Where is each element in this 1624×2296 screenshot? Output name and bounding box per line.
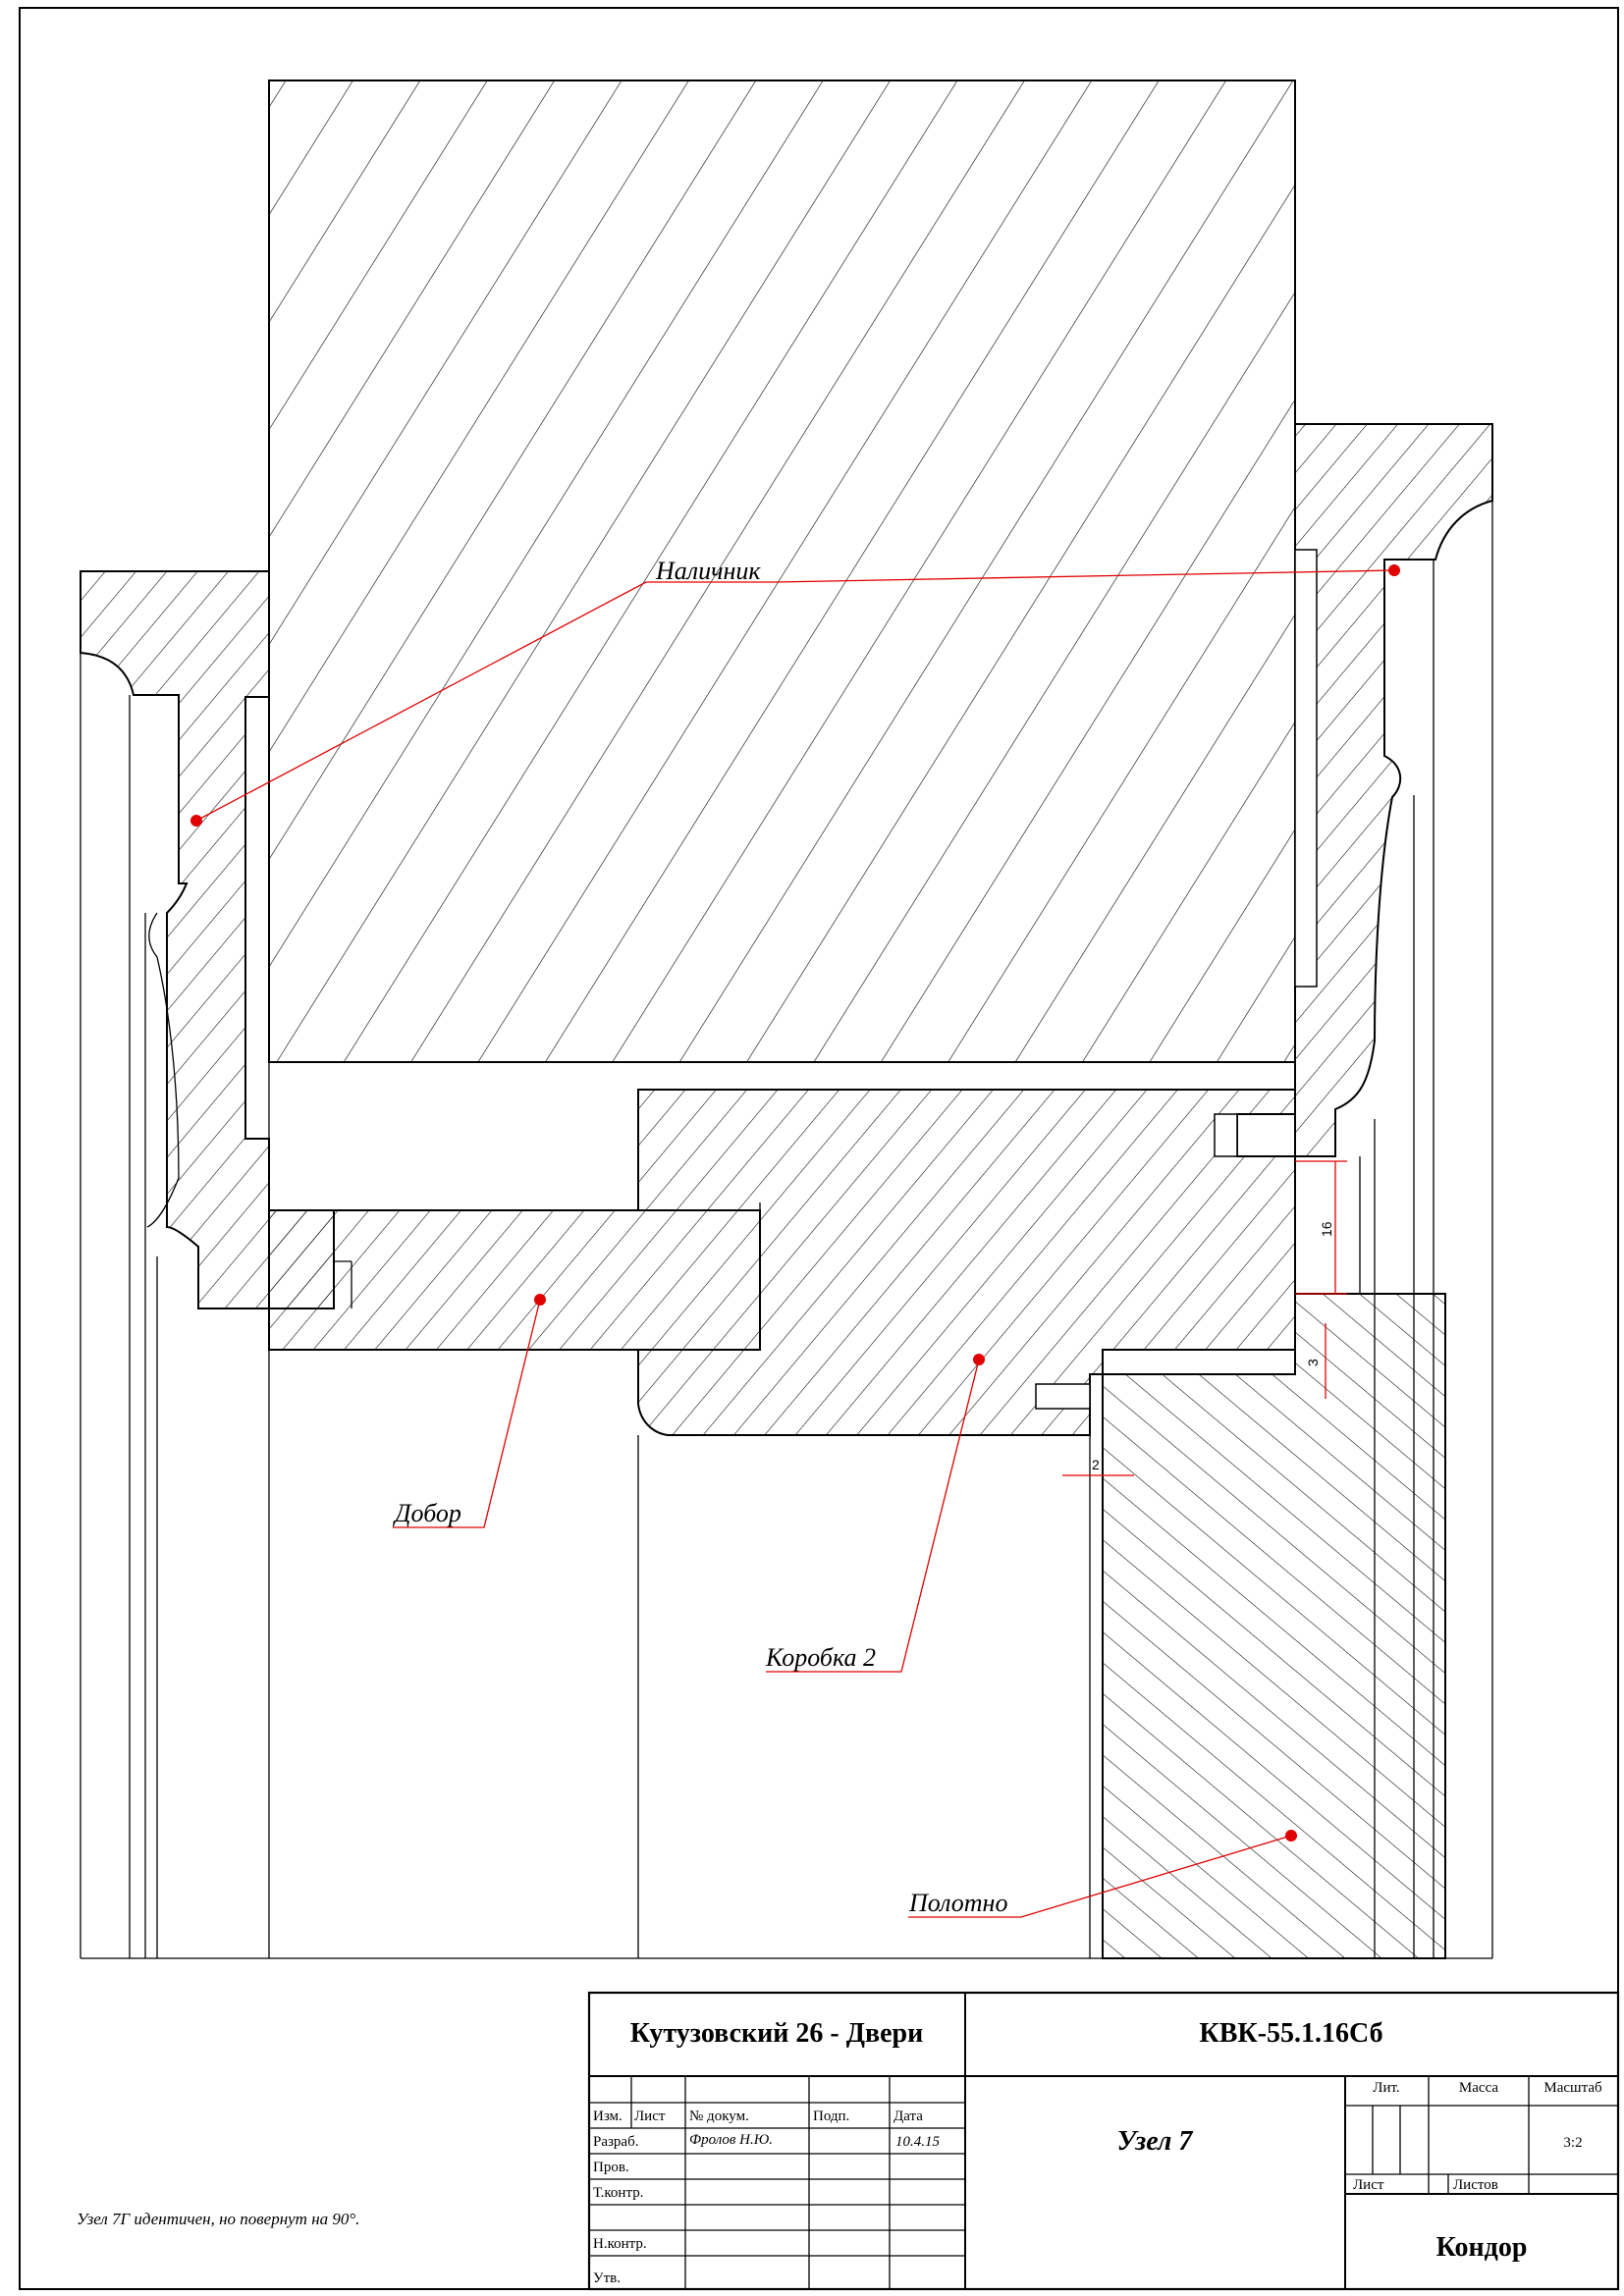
svg-text:Пров.: Пров. — [593, 2160, 629, 2175]
label-nalichnik: Наличник — [655, 557, 761, 585]
svg-text:Листов: Листов — [1453, 2177, 1498, 2193]
svg-text:Лит.: Лит. — [1373, 2080, 1399, 2096]
svg-text:3: 3 — [1305, 1359, 1321, 1366]
polotno-leaf — [1089, 1293, 1446, 1959]
svg-text:Н.контр.: Н.контр. — [593, 2236, 647, 2252]
leader-korobka: Коробка 2 — [765, 1354, 985, 1673]
title-block: Кутузовский 26 - Двери КВК-55.1.16Сб Узе… — [587, 1991, 1620, 2291]
svg-text:Лист: Лист — [634, 2109, 666, 2124]
scale-value: 3:2 — [1563, 2135, 1582, 2151]
label-polotno: Полотно — [908, 1889, 1007, 1917]
svg-text:Утв.: Утв. — [593, 2270, 621, 2286]
leader-polotno: Полотно — [908, 1830, 1297, 1918]
right-casing — [1214, 423, 1493, 1958]
developer-name: Фролов Н.Ю. — [689, 2132, 773, 2148]
organization: Кондор — [1436, 2232, 1528, 2263]
label-dobor: Добор — [392, 1499, 461, 1527]
drawing-note: Узел 7Г идентичен, но повернут на 90°. — [77, 2210, 359, 2228]
svg-text:Изм.: Изм. — [593, 2109, 623, 2124]
wall-section — [268, 80, 1296, 1063]
svg-text:Масса: Масса — [1459, 2080, 1498, 2096]
svg-text:Подп.: Подп. — [813, 2109, 849, 2124]
svg-text:16: 16 — [1319, 1221, 1334, 1237]
svg-text:Дата: Дата — [893, 2109, 923, 2124]
dobor-board — [268, 1202, 761, 1351]
svg-text:Масштаб: Масштаб — [1543, 2080, 1602, 2096]
dimension-2: 2 — [1062, 1457, 1134, 1476]
dimension-16: 16 — [1295, 1160, 1347, 1295]
svg-text:Т.контр.: Т.контр. — [593, 2185, 643, 2201]
leader-nalichnik: Наличник — [190, 557, 1400, 827]
leader-dobor: Добор — [392, 1294, 546, 1528]
korobka-frame — [637, 1089, 1296, 1958]
drawing-code: КВК-55.1.16Сб — [1199, 2018, 1382, 2049]
label-korobka: Коробка 2 — [765, 1643, 876, 1672]
project-title: Кутузовский 26 - Двери — [630, 2018, 924, 2049]
dimension-3: 3 — [1305, 1323, 1326, 1399]
svg-text:2: 2 — [1092, 1457, 1100, 1472]
svg-text:Разраб.: Разраб. — [593, 2134, 638, 2150]
developer-date: 10.4.15 — [895, 2134, 941, 2150]
svg-text:Лист: Лист — [1353, 2177, 1384, 2193]
svg-text:№ докум.: № докум. — [689, 2109, 749, 2124]
drawing-name: Узел 7 — [1117, 2126, 1194, 2157]
